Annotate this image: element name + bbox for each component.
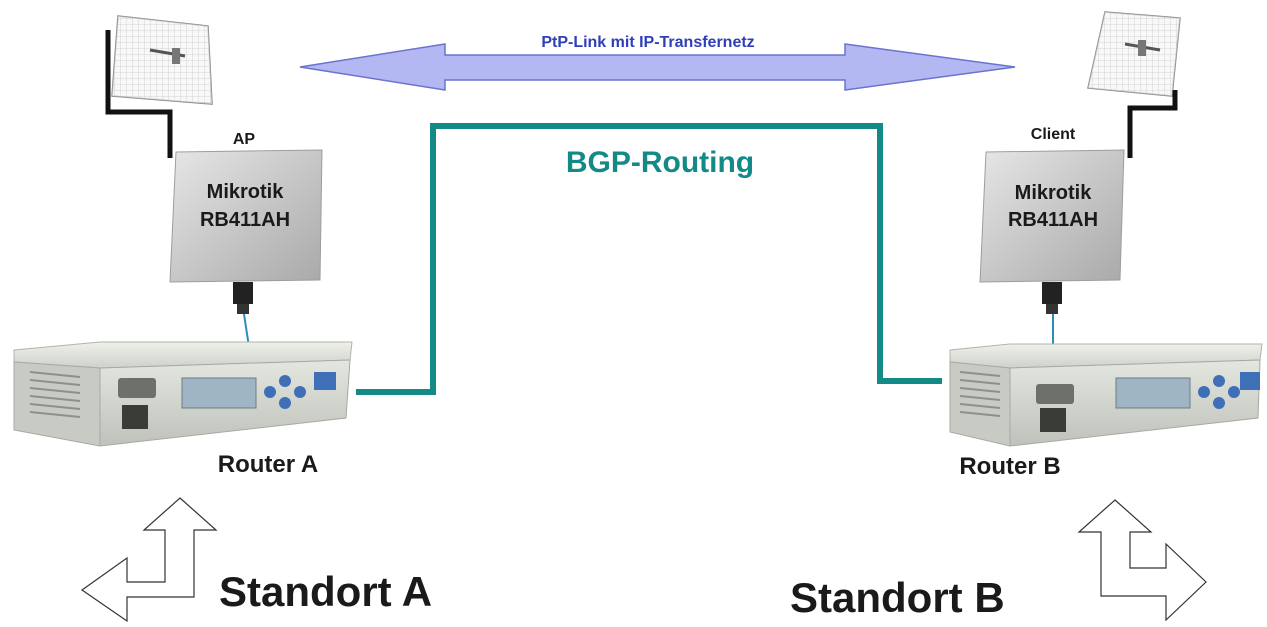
radio-enclosure-icon	[169, 149, 323, 314]
radio-left-line1: Mikrotik	[207, 181, 285, 203]
corner-arrow-left	[80, 497, 218, 623]
router-appliance-icon	[949, 343, 1263, 447]
corner-arrow-icon	[1077, 499, 1207, 622]
router-label-a: Router A	[218, 451, 318, 478]
site-label-b: Standort B	[790, 574, 1005, 621]
router-label-b: Router B	[959, 453, 1060, 480]
role-label-client: Client	[1031, 126, 1076, 143]
antenna-left	[105, 15, 213, 158]
ptp-link-label: PtP-Link mit IP-Transfernetz	[541, 34, 754, 51]
router-right	[949, 343, 1263, 447]
radio-left-line2: RB411AH	[200, 209, 290, 231]
grid-antenna-icon	[1087, 11, 1181, 97]
corner-arrow-right	[1077, 499, 1207, 622]
radio-right-line2: RB411AH	[1008, 209, 1098, 231]
radio-enclosure-icon	[979, 149, 1125, 314]
role-label-ap: AP	[233, 131, 256, 148]
bgp-routing-label: BGP-Routing	[566, 146, 754, 179]
grid-antenna-icon	[111, 15, 213, 105]
radio-right-line1: Mikrotik	[1015, 182, 1093, 204]
router-left	[13, 341, 353, 447]
radio-right	[979, 149, 1125, 384]
router-appliance-icon	[13, 341, 353, 447]
site-label-a: Standort A	[219, 568, 432, 615]
corner-arrow-icon	[80, 497, 218, 623]
bgp-routing-path	[356, 123, 942, 395]
antenna-right	[1087, 11, 1181, 158]
ptp-link-arrow	[299, 43, 1016, 91]
radio-left	[169, 149, 323, 381]
